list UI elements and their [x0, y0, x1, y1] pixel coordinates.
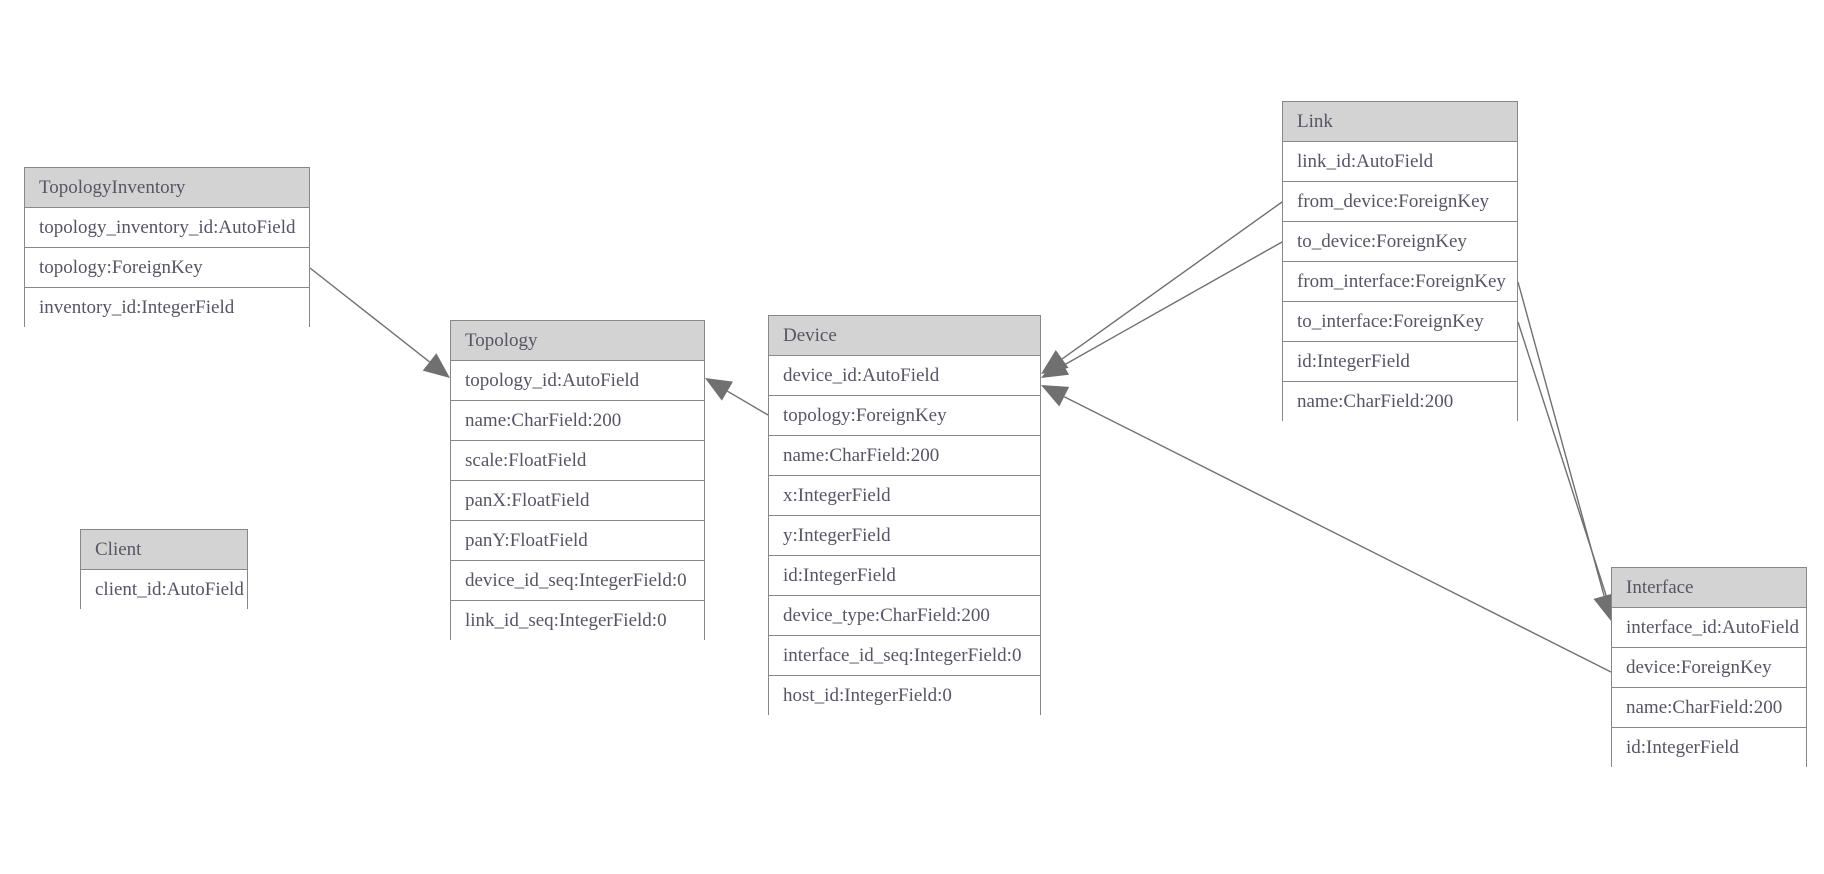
- relationship-line: [1063, 396, 1612, 673]
- relationship-line: [727, 390, 769, 416]
- relationship-edge: [1041, 241, 1283, 378]
- entity-field-row: inventory_id:IntegerField: [25, 288, 309, 328]
- relationship-arrowhead: [422, 353, 450, 378]
- entity-field-row: topology_inventory_id:AutoField: [25, 208, 309, 248]
- relationship-line: [1061, 201, 1283, 360]
- entity-field-row: to_device:ForeignKey: [1283, 222, 1517, 262]
- entity-field-row: panX:FloatField: [451, 481, 704, 521]
- entity-field-row: device_id_seq:IntegerField:0: [451, 561, 704, 601]
- entity-field-row: topology_id:AutoField: [451, 361, 704, 401]
- entity-field-row: from_device:ForeignKey: [1283, 182, 1517, 222]
- relationship-edge: [1041, 201, 1283, 374]
- entity-title-client: Client: [81, 530, 247, 570]
- relationship-line: [309, 267, 430, 363]
- relationship-edge: [1517, 281, 1615, 621]
- entity-field-row: topology:ForeignKey: [769, 396, 1040, 436]
- relationship-arrowhead: [1041, 355, 1070, 378]
- relationship-line: [1517, 281, 1605, 597]
- entity-field-row: y:IntegerField: [769, 516, 1040, 556]
- entity-field-row: link_id:AutoField: [1283, 142, 1517, 182]
- relationship-edge: [1517, 321, 1618, 623]
- entity-field-row: host_id:IntegerField:0: [769, 676, 1040, 716]
- entity-field-row: id:IntegerField: [769, 556, 1040, 596]
- relationship-line: [1063, 241, 1283, 366]
- entity-title-device: Device: [769, 316, 1040, 356]
- relationship-edge: [309, 267, 450, 378]
- relationship-line: [1517, 321, 1608, 599]
- entity-title-link: Link: [1283, 102, 1517, 142]
- entity-field-row: topology:ForeignKey: [25, 248, 309, 288]
- entity-field-row: name:CharField:200: [1283, 382, 1517, 422]
- entity-field-row: device_type:CharField:200: [769, 596, 1040, 636]
- entity-field-row: interface_id:AutoField: [1612, 608, 1806, 648]
- entity-field-row: scale:FloatField: [451, 441, 704, 481]
- entity-title-interface: Interface: [1612, 568, 1806, 608]
- entity-field-row: client_id:AutoField: [81, 570, 247, 610]
- entity-field-row: from_interface:ForeignKey: [1283, 262, 1517, 302]
- entity-field-row: to_interface:ForeignKey: [1283, 302, 1517, 342]
- entity-field-row: interface_id_seq:IntegerField:0: [769, 636, 1040, 676]
- relationship-edge: [1041, 385, 1612, 673]
- relationship-edge: [705, 378, 769, 416]
- entity-title-topology: Topology: [451, 321, 704, 361]
- entity-field-row: device_id:AutoField: [769, 356, 1040, 396]
- relationship-arrowhead: [1041, 349, 1069, 374]
- relationship-arrowhead: [1041, 385, 1070, 407]
- entity-field-row: id:IntegerField: [1612, 728, 1806, 768]
- relationship-arrowhead: [705, 378, 733, 401]
- entity-field-row: device:ForeignKey: [1612, 648, 1806, 688]
- entity-field-row: x:IntegerField: [769, 476, 1040, 516]
- entity-title-topology_inventory: TopologyInventory: [25, 168, 309, 208]
- entity-field-row: link_id_seq:IntegerField:0: [451, 601, 704, 641]
- entity-field-row: name:CharField:200: [769, 436, 1040, 476]
- entity-field-row: panY:FloatField: [451, 521, 704, 561]
- entity-field-row: id:IntegerField: [1283, 342, 1517, 382]
- entity-field-row: name:CharField:200: [451, 401, 704, 441]
- entity-field-row: name:CharField:200: [1612, 688, 1806, 728]
